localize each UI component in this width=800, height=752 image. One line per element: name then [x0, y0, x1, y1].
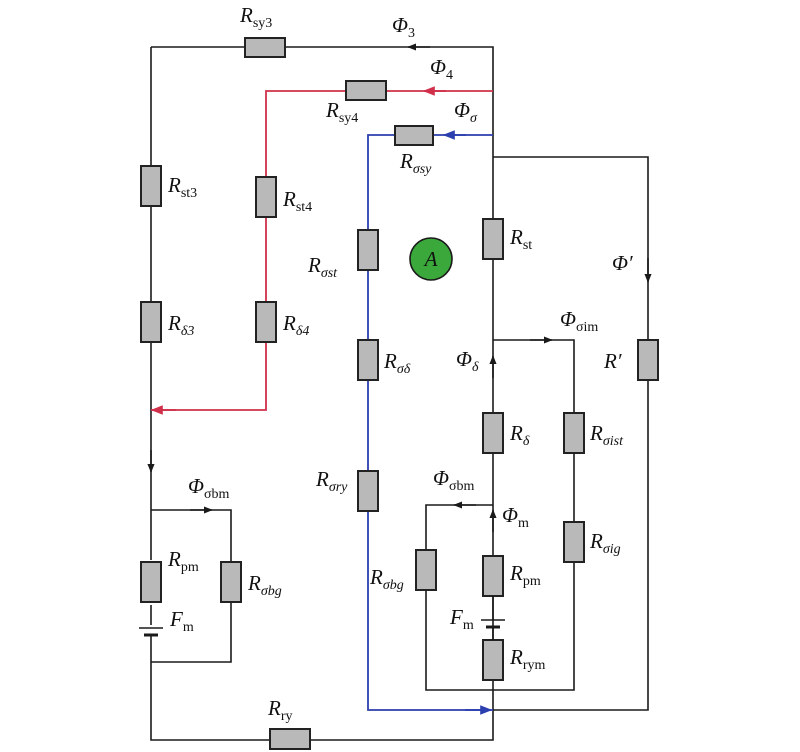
- source-labels: Fm Fm: [169, 605, 474, 635]
- resistor-rpm-right: [482, 555, 504, 597]
- label-rsigbg-right: Rσbg: [369, 565, 404, 593]
- resistor-rst: [482, 218, 504, 260]
- label-rst: Rst: [509, 225, 532, 253]
- resistor-rsy4: [345, 80, 387, 101]
- label-phisigmabm-right: Φσbm: [433, 466, 475, 494]
- blue-flux-path: [367, 134, 493, 711]
- resistor-rsy3: [244, 37, 286, 58]
- resistor-rdelta4: [255, 301, 277, 343]
- label-rsy4: Rsy4: [325, 98, 358, 126]
- source-fm-right: [481, 596, 505, 640]
- resistor-rrym: [482, 639, 504, 681]
- label-phisigma: Φσ: [454, 98, 478, 126]
- resistor-rsigry: [357, 470, 379, 512]
- label-rsigig: Rσig: [589, 529, 621, 557]
- node-a-circle: [409, 237, 453, 281]
- label-rdelta: Rδ: [509, 421, 530, 449]
- label-phidelta: Φδ: [456, 347, 479, 375]
- label-rst4: Rst4: [282, 187, 312, 215]
- label-rdelta3: Rδ3: [167, 311, 194, 339]
- label-phi4: Φ4: [430, 55, 453, 83]
- source-fm-left: [139, 627, 163, 650]
- resistor-rsigbg-right: [415, 549, 437, 591]
- resistor-rdelta: [482, 412, 504, 454]
- resistor-rsigbg-left: [220, 561, 242, 603]
- resistor-rsigist: [563, 412, 585, 454]
- label-phisigmaim: Φσim: [560, 307, 598, 335]
- label-rsy3: Rsy3: [239, 3, 272, 31]
- resistor-rry: [269, 728, 311, 750]
- label-fm-right: Fm: [449, 605, 474, 633]
- resistors: [140, 37, 659, 750]
- label-phi3: Φ3: [392, 13, 415, 41]
- label-rsigry: Rσry: [315, 467, 348, 495]
- resistor-rsigig: [563, 521, 585, 563]
- label-rdelta4: Rδ4: [282, 311, 309, 339]
- label-phiprime: Φ′: [612, 251, 633, 275]
- label-rpm-right: Rpm: [509, 561, 541, 589]
- label-rsigbg-left: Rσbg: [247, 571, 282, 599]
- label-rst3: Rst3: [167, 173, 197, 201]
- node-a-label: A: [423, 247, 438, 271]
- flux-arrows: [147, 43, 652, 715]
- resistor-rsigst: [357, 229, 379, 271]
- mmf-sources: [139, 596, 505, 650]
- resistor-rst4: [255, 176, 277, 218]
- label-rsigst: Rσst: [307, 253, 338, 281]
- node-a: A: [409, 237, 453, 281]
- label-rprime: R′: [603, 349, 622, 373]
- label-phim: Φm: [502, 503, 529, 531]
- label-rpm-left: Rpm: [167, 547, 199, 575]
- resistor-rprime: [637, 339, 659, 381]
- label-fm-left: Fm: [169, 607, 194, 635]
- label-rsigsy: Rσsy: [399, 149, 432, 177]
- resistor-rpm-left: [140, 561, 162, 603]
- flux-labels: Φ3 Φ4 Φσ Φ′ Φσim Φδ Φσbm Φm Φσbm: [188, 13, 633, 531]
- resistor-rst3: [140, 165, 162, 207]
- label-rry: Rry: [267, 696, 293, 724]
- resistor-rsigdelta: [357, 339, 379, 381]
- resistor-rsigsy: [394, 125, 434, 146]
- label-rsigdelta: Rσδ: [383, 349, 411, 377]
- label-rsigist: Rσist: [589, 421, 624, 449]
- label-rrym: Rrym: [509, 645, 545, 673]
- resistor-rdelta3: [140, 301, 162, 343]
- label-phisigmabm-left: Φσbm: [188, 474, 230, 502]
- resistor-labels: Rsy3 Rsy4 Rσsy Rst3 Rst4 Rσst Rst Rδ3 Rδ…: [167, 3, 624, 724]
